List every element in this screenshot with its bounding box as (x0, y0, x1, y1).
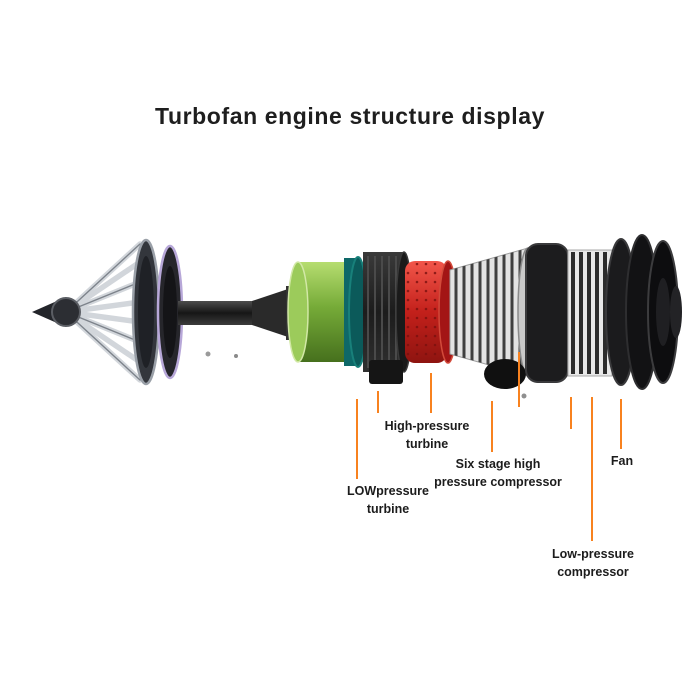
stator-ring (567, 249, 613, 377)
page-title: Turbofan engine structure display (155, 103, 545, 129)
turbine-rear-disc (156, 244, 184, 380)
low-pressure-turbine-part (287, 256, 368, 368)
six-stage-compressor-part (449, 247, 539, 399)
fan-assembly (605, 234, 682, 390)
exhaust-nozzle (32, 238, 161, 386)
label-high-pressure-turbine: High-pressure turbine (384, 419, 470, 452)
label-low-pressure-compressor: Low-pressure compressor (552, 547, 634, 580)
label-low-pressure-turbine: LOWpressure turbine (347, 484, 429, 517)
label-six-stage-compressor: Six stage high pressure compressor (434, 457, 562, 490)
label-fan: Fan (610, 454, 634, 468)
